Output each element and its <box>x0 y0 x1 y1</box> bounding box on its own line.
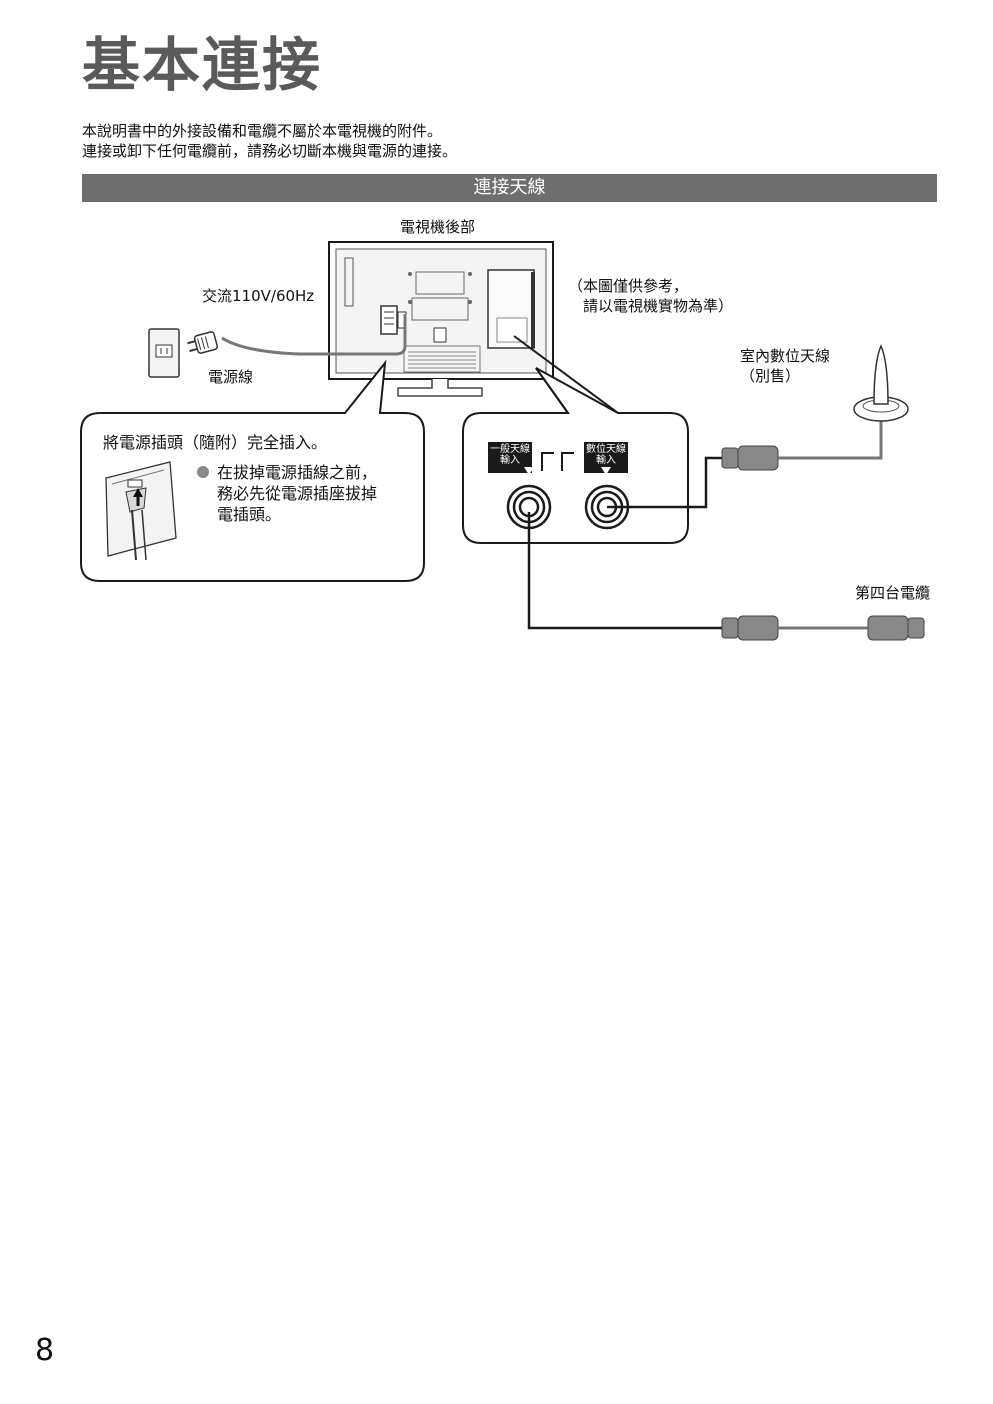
indoor-antenna-line-2: （別售） <box>740 367 801 385</box>
indoor-antenna-label: 室內數位天線 （別售） <box>740 346 830 386</box>
ac-voltage-label: 交流110V/60Hz <box>202 287 315 305</box>
indoor-antenna-illustration <box>853 344 909 422</box>
power-cord-label: 電源線 <box>208 368 254 386</box>
cable-tv-connector-left <box>721 615 779 641</box>
general-antenna-port <box>506 484 552 530</box>
plug-insert-illustration <box>105 461 177 561</box>
section-header: 連接天線 <box>82 174 937 202</box>
tv-back-illustration <box>328 241 554 397</box>
general-port-line-1: 一般天線 <box>490 444 530 455</box>
intro-line-1: 本說明書中的外接設備和電纜不屬於本電視機的附件。 <box>82 122 443 140</box>
indoor-antenna-line-1: 室內數位天線 <box>740 347 831 365</box>
bullet-line-1: 在拔掉電源插線之前， <box>217 463 378 482</box>
tv-back-label: 電視機後部 <box>400 218 476 236</box>
cable-tv-cable <box>527 512 722 630</box>
bullet-note: 在拔掉電源插線之前， 務必先從電源插座拔掉 電插頭。 <box>197 462 412 525</box>
power-cord <box>221 314 407 356</box>
intro-text: 本說明書中的外接設備和電纜不屬於本電視機的附件。 連接或卸下任何電纜前，請務必切… <box>82 121 457 161</box>
connection-diagram <box>80 241 925 641</box>
digital-antenna-cable <box>607 456 724 509</box>
general-port-line-2: 輸入 <box>500 455 520 466</box>
wall-outlet <box>148 328 180 378</box>
port-label-pointers <box>524 467 611 475</box>
page-number: 8 <box>35 1333 55 1368</box>
reference-note-line-2: 請以電視機實物為準） <box>583 297 734 315</box>
bullet-line-2: 務必先從電源插座拔掉 <box>217 484 378 503</box>
reference-note-line-1: （本圖僅供參考， <box>568 277 689 295</box>
page-title: 基本連接 <box>82 31 323 99</box>
reference-note: （本圖僅供參考， 請以電視機實物為準） <box>568 276 733 316</box>
digital-port-pointer-icon <box>601 467 611 475</box>
power-plug <box>187 331 218 354</box>
plug-instruction: 將電源插頭（隨附）完全插入。 <box>103 433 328 452</box>
general-port-pointer-icon <box>524 467 534 475</box>
bullet-dot-icon <box>197 466 209 478</box>
bullet-line-3: 電插頭。 <box>217 505 282 524</box>
digital-port-line-1: 數位天線 <box>586 444 626 455</box>
digital-port-line-2: 輸入 <box>596 455 616 466</box>
intro-line-2: 連接或卸下任何電纜前，請務必切斷本機與電源的連接。 <box>82 142 458 160</box>
cable-tv-connector-right <box>867 615 925 641</box>
digital-antenna-port-label: 數位天線 輸入 <box>584 442 628 473</box>
cable-tv-label: 第四台電纜 <box>855 584 931 602</box>
antenna-cable-connector <box>721 445 779 471</box>
